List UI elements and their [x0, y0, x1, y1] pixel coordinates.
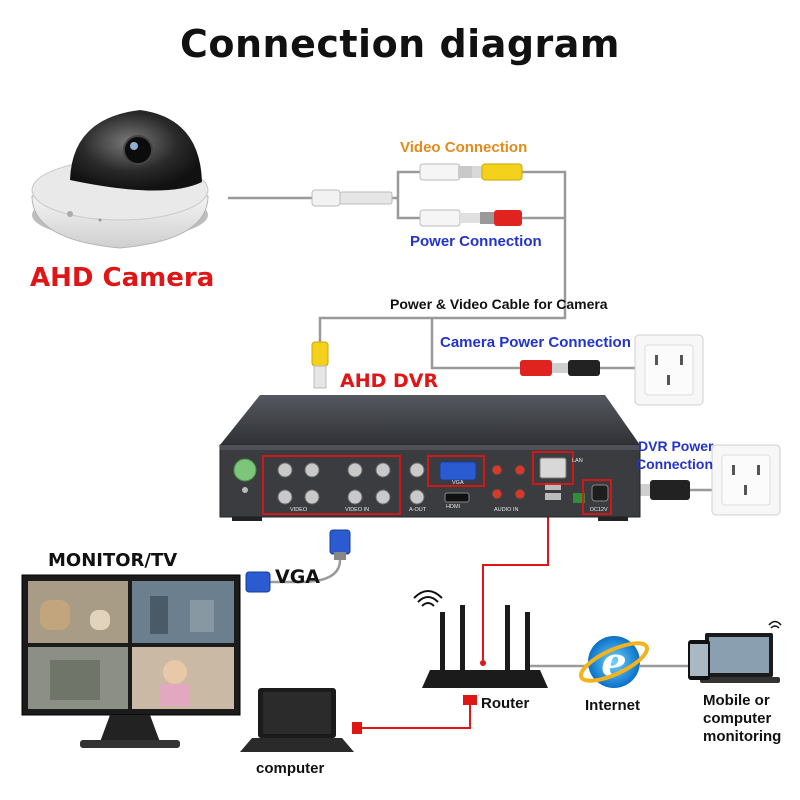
router-image [413, 590, 548, 705]
power-connection-label: Power Connection [410, 233, 542, 250]
video-connection-label: Video Connection [400, 139, 528, 156]
dvr-label-a-out: A-OUT [409, 507, 427, 513]
video-rca-pair [419, 163, 523, 181]
lan-to-router-cable [482, 485, 549, 660]
computer-label: computer [256, 760, 325, 777]
ahd-camera-label: AHD Camera [30, 263, 215, 293]
dvr-label-hdmi: HDMI [446, 504, 461, 510]
camera-power-connection-label: Camera Power Connection [440, 334, 631, 351]
router-label: Router [481, 695, 530, 712]
dvr-label-video-in: VIDEO IN [345, 507, 369, 513]
vga-plug-dvr-side [329, 529, 351, 560]
vga-plug-monitor-side [245, 571, 271, 593]
wall-socket-camera [634, 334, 704, 406]
dvr-label-lan: LAN [572, 458, 583, 464]
ahd-dvr-label: AHD DVR [340, 370, 439, 392]
router-to-computer-cable [362, 695, 471, 729]
mobile-monitoring-label-2: computer [703, 710, 772, 727]
dvr-label-audio-in: AUDIO IN [494, 507, 518, 513]
power-branch [430, 318, 520, 370]
splitter-right [318, 170, 567, 342]
diagram-title: Connection diagram [179, 22, 621, 66]
mobile-monitoring-label-1: Mobile or [703, 692, 770, 709]
internet-label: Internet [585, 697, 641, 714]
red-cables [362, 485, 549, 729]
internet-explorer-icon: e [578, 636, 650, 688]
power-dc-pair [419, 209, 522, 227]
camera-power-plug [520, 360, 600, 376]
bnc-connector-yellow [311, 341, 329, 389]
dvr-power-connection-label-2: Connection [636, 456, 713, 472]
dome-camera-image [31, 110, 209, 249]
dvr-unit [219, 395, 641, 521]
dvr-label-video: VIDEO [290, 507, 308, 513]
vga-label: VGA [275, 566, 321, 588]
power-video-cable-label: Power & Video Cable for Camera [390, 296, 608, 312]
camera-splitter-connector [311, 189, 393, 207]
splitter-left [392, 170, 420, 220]
computer-laptop-image [240, 688, 362, 752]
dvr-label-dc12v: DC12V [590, 507, 608, 513]
dvr-power-connection-label-1: DVR Power [638, 438, 714, 454]
monitor-tv-image [21, 574, 241, 748]
mobile-monitoring-label-3: monitoring [703, 728, 782, 745]
dvr-power-plug [636, 480, 690, 500]
mobile-computer-image [688, 620, 782, 683]
wall-socket-dvr [711, 444, 781, 516]
vga-cable [270, 552, 342, 584]
dvr-port-labels: VIDEO VIDEO IN A-OUT VGA HDMI AUDIO IN L… [290, 458, 608, 513]
dvr-label-vga: VGA [452, 480, 464, 486]
gray-cables [228, 170, 712, 668]
monitor-tv-label: MONITOR/TV [48, 550, 178, 571]
